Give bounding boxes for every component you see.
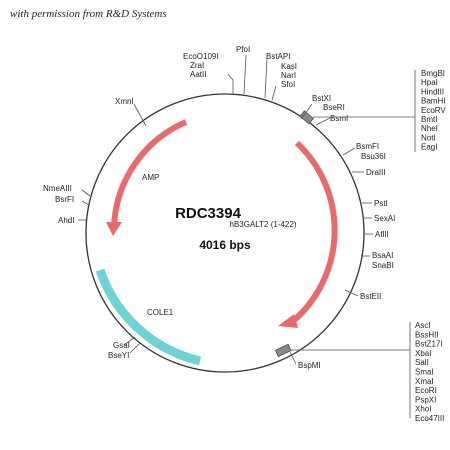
site-draiii: DraIII [366,168,386,177]
mcs-site-xbai: XbaI [415,349,431,358]
site-bseyi: BseYI [108,351,129,360]
site-kasi: KasI [281,62,297,71]
mcs-site-bmgbi: BmgBI [421,69,445,78]
mcs-site-bsshii: BssHII [415,330,439,339]
site-gsai: GsaI [113,341,130,350]
leader-bseyi [129,342,141,354]
site-xmni: XmnI [115,97,134,106]
mcs-top-marker [299,110,314,125]
amp-label: AMP [142,173,159,182]
mcs-site-noti: NotI [421,133,436,142]
site-bsmi: BsmI [330,114,348,123]
site-bsmfi: BsmFI [356,142,379,151]
leader-gsai [123,336,136,346]
leader-bsmfi [342,147,356,156]
site-zrai: ZraI [190,61,204,70]
leader-xmni [133,103,147,127]
mcs-site-xmai: XmaI [415,377,434,386]
site-nari: NarI [281,71,296,80]
site-eco0109i: EcoO109I [183,52,219,61]
insert-label: hB3GALT2 (1-422) [230,220,297,229]
leader-pfoi [243,54,247,95]
cole1-feature-arc [95,268,202,366]
mcs-site-xhoi: XhoI [415,405,431,414]
site-afiii: AflII [375,230,389,239]
leader-sfoi [271,85,277,101]
mcs-site-eagi: EagI [421,143,437,152]
mcs-site-bstz17i: BstZ17I [415,340,443,349]
mcs-bottom-marker [274,343,292,357]
mcs-site-sali: SalI [415,358,429,367]
site-snabi: SnaBI [372,261,394,270]
mcs-site-hpai: HpaI [421,78,438,87]
plasmid-name: RDC3394 [175,205,242,222]
site-sfoi: SfoI [281,80,295,89]
site-psti: PstI [374,199,388,208]
mcs-site-ecori: EcoRI [415,386,437,395]
cole1-label: COLE1 [147,308,174,317]
insert-feature-arrow [290,140,338,325]
site-bsaai: BsaAI [372,251,393,260]
mcs-site-bamhi: BamHI [421,97,445,106]
plasmid-size: 4016 bps [199,238,251,252]
leader-bsmi [315,117,331,126]
mcs-site-bmti: BmtI [421,115,437,124]
site-bstapi: BstAPI [266,52,290,61]
site-bspmi: BspMI [298,361,321,370]
leader-bspmi [289,351,297,365]
site-nmeaiii: NmeAIII [43,184,72,193]
site-bsteii: BstEII [360,292,381,301]
amp-arrowhead [106,222,122,236]
leader-bstapi [264,57,268,99]
leader-nmeaiii [81,189,91,197]
site-ahdi: AhdI [58,216,74,225]
mcs-top-list: BmgBIHpaIHindIIIBamHIEcoRVBmtINheINotIEa… [421,69,446,152]
mcs-site-nhei: NheI [421,124,438,133]
insert-arrowhead [278,314,298,328]
site-aatii: AatII [190,70,206,79]
mcs-site-eco47iii: Eco47III [415,414,444,423]
site-bsrfi: BsrFI [55,195,74,204]
mcs-site-hindiii: HindIII [421,87,444,96]
amp-feature-arrow [111,119,188,229]
site-pfoi: PfoI [236,45,250,54]
mcs-site-pspxi: PspXI [415,395,436,404]
plasmid-backbone [85,93,365,373]
mcs-site-ecorv: EcoRV [421,106,446,115]
leader-bsteii [344,289,359,297]
mcs-site-smai: SmaI [415,368,434,377]
leader-bstxi [300,103,313,120]
leader-bsrfi [81,200,90,206]
mcs-bottom-list: AscIBssHIIBstZ17IXbaISalISmaIXmaIEcoRIPs… [415,321,444,423]
credit-text: with permission from R&D Systems [10,8,167,20]
site-bstxi: BstXI [312,94,331,103]
site-bsu36i: Bsu36I [361,152,386,161]
leader-aatii [227,73,234,94]
site-bseri: BseRI [323,103,345,112]
site-sexai: SexAI [374,214,395,223]
mcs-site-asci: AscI [415,321,431,330]
